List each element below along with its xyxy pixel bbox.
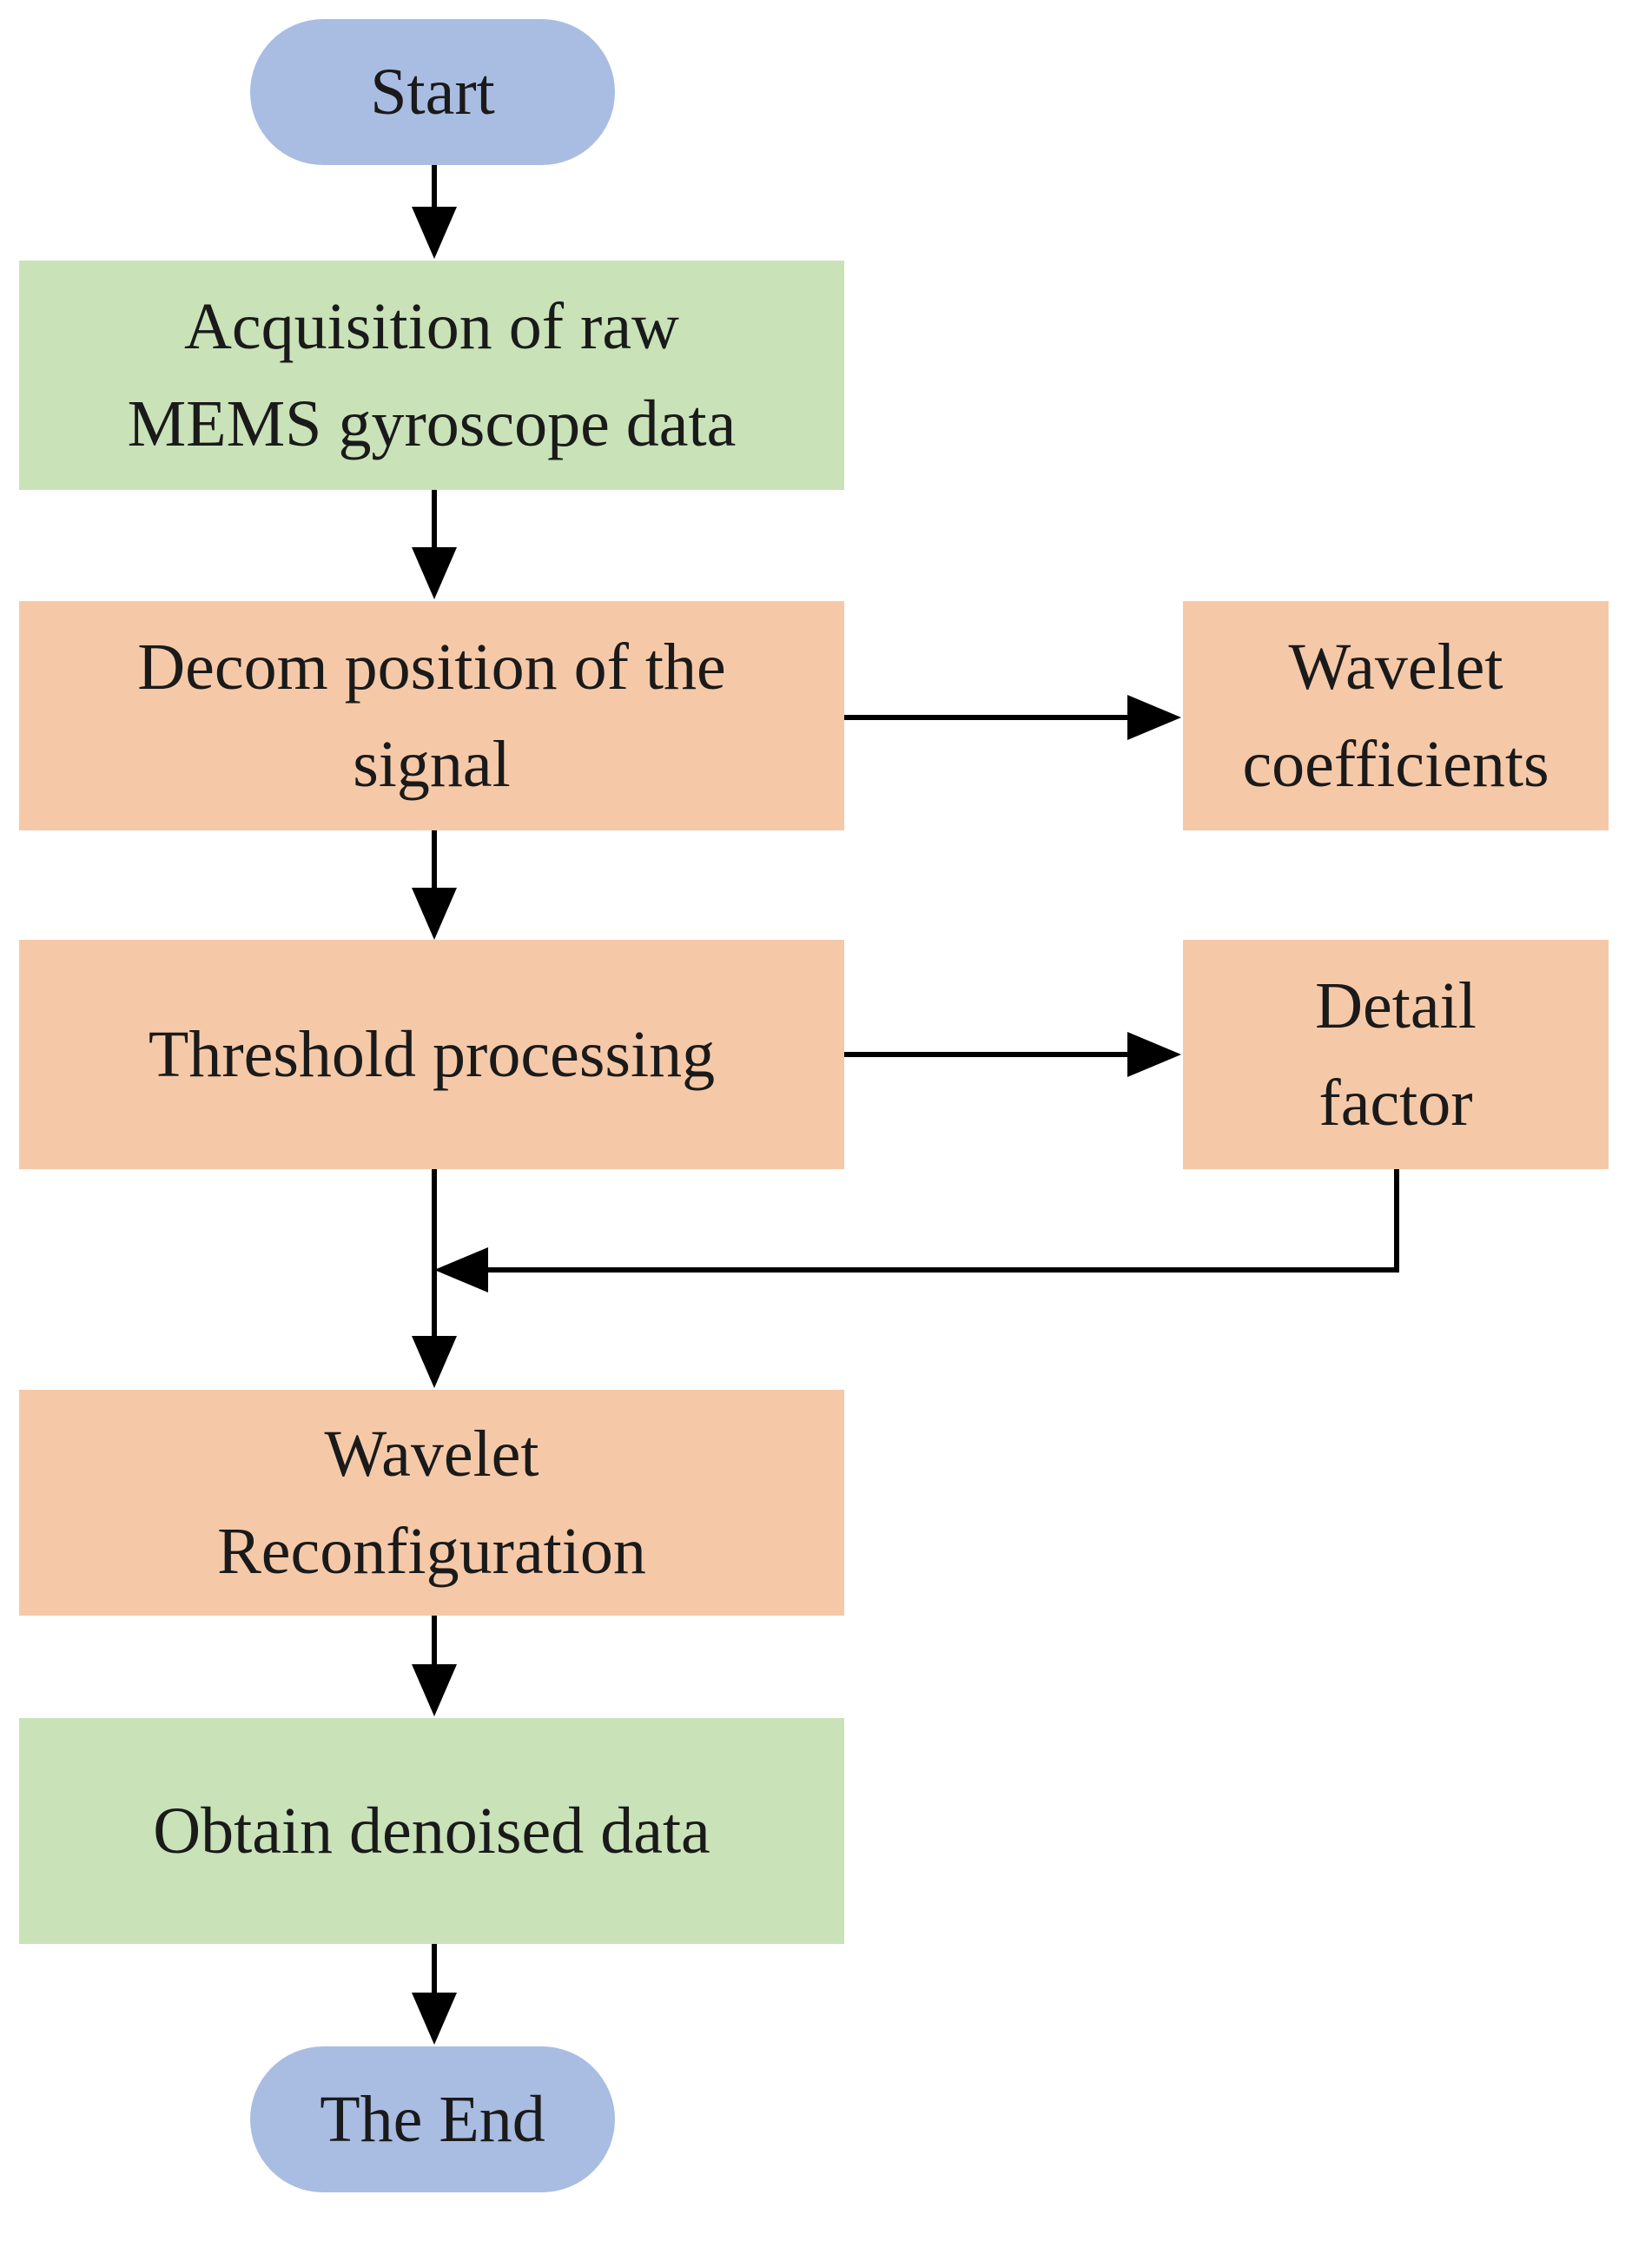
arrow-decomposition-to-wavelet-coefficients	[844, 695, 1181, 740]
wavelet-coefficients-box: Wavelet coefficients	[1183, 601, 1609, 830]
arrow-decomposition-to-threshold	[412, 830, 457, 940]
node-line: Obtain denoised data	[153, 1795, 710, 1868]
node-line: Detail	[1315, 969, 1477, 1042]
node-line: Wavelet	[1288, 631, 1503, 704]
node-line: Acquisition of raw	[184, 290, 679, 363]
arrow-threshold-to-detail-factor	[844, 1032, 1181, 1077]
node-line: Decom position of the	[137, 631, 726, 704]
node-line: signal	[353, 728, 511, 801]
node-line: Wavelet	[324, 1418, 539, 1491]
node-line: Start	[370, 56, 495, 129]
arrow-acquisition-to-decomposition	[412, 490, 457, 599]
arrow-reconfiguration-to-denoised	[412, 1616, 457, 1716]
arrow-denoised-to-end	[412, 1944, 457, 2045]
arrow-threshold-to-reconfiguration	[412, 1169, 457, 1388]
acquisition-step: Acquisition of raw MEMS gyroscope data	[19, 261, 844, 490]
node-line: factor	[1318, 1067, 1473, 1140]
node-line: The End	[320, 2083, 545, 2156]
arrow-start-to-acquisition	[412, 165, 457, 259]
node-line: coefficients	[1242, 728, 1550, 801]
node-line: Reconfiguration	[217, 1515, 646, 1588]
end-terminal: The End	[250, 2046, 615, 2192]
arrow-detail-factor-feedback	[434, 1169, 1399, 1292]
node-line: MEMS gyroscope data	[127, 387, 737, 460]
node-line: Threshold processing	[148, 1018, 716, 1091]
decomposition-step: Decom position of the signal	[19, 601, 844, 830]
detail-factor-box: Detail factor	[1183, 940, 1609, 1169]
start-terminal: Start	[250, 19, 615, 165]
threshold-processing-step: Threshold processing	[19, 940, 844, 1169]
wavelet-reconfiguration-step: Wavelet Reconfiguration	[19, 1390, 844, 1616]
obtain-denoised-data-step: Obtain denoised data	[19, 1718, 844, 1944]
